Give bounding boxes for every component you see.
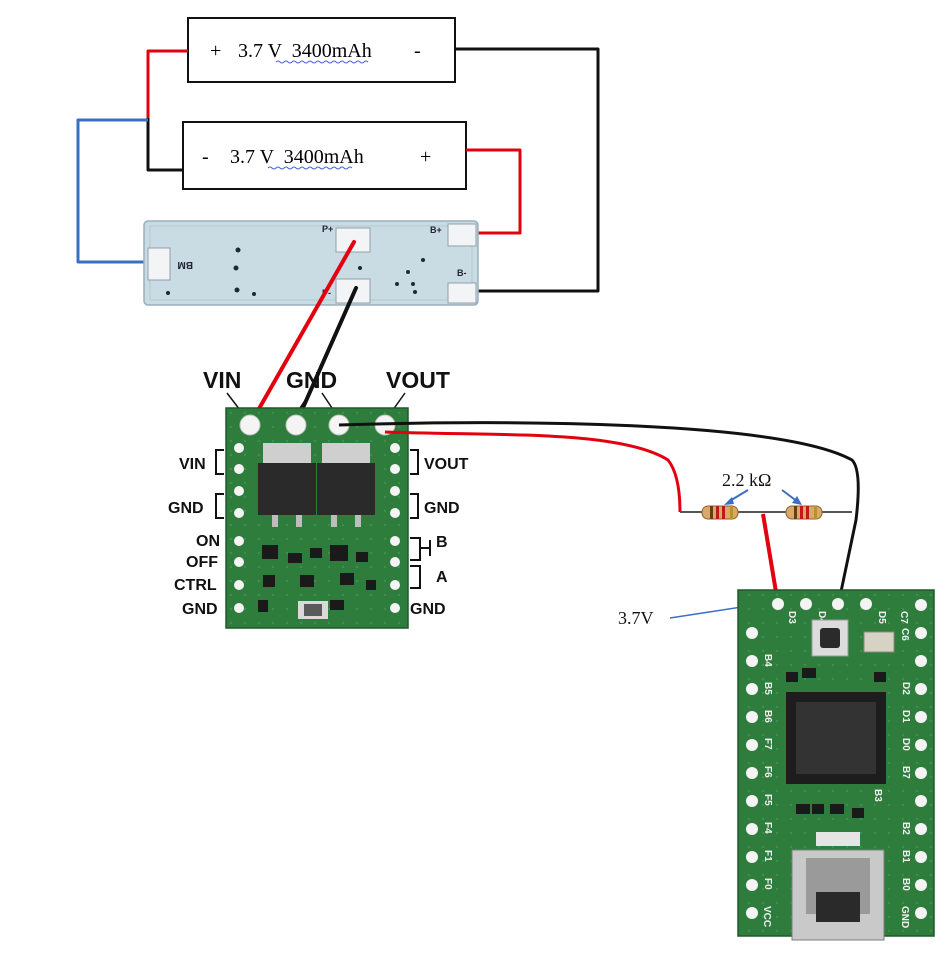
mcu-pin-c7: C7 (898, 611, 909, 624)
battery-top: + 3.7 V 3400mAh - (187, 17, 456, 83)
mcu-pin-c6: C6 (899, 628, 910, 641)
mcu-pin-f1: F1 (762, 850, 773, 862)
bm-pad (147, 247, 171, 281)
mcu-pin-b1: B1 (900, 850, 911, 863)
reg-left-ctrl: CTRL (174, 577, 217, 594)
mcu-pin-b4: B4 (762, 654, 773, 667)
mcu-pin-f4: F4 (762, 822, 773, 834)
p-plus-pad (335, 227, 371, 253)
mcu-voltage-label: 3.7V (618, 608, 654, 628)
mcu-pin-b5: B5 (762, 682, 773, 695)
mcu-pin-d1: D1 (900, 710, 911, 723)
mcu-crystal (863, 631, 895, 653)
reg-right-b: B (436, 534, 448, 551)
reg-right-gnd2: GND (410, 601, 446, 618)
battery-bottom-minus: - (202, 146, 209, 168)
regulator-brackets (215, 449, 431, 589)
mcu-top-labels: D3 D4 D5 C7 (786, 611, 909, 624)
bms-p-plus-label: P+ (322, 224, 333, 234)
regulator-mosfets (258, 443, 375, 527)
bms-components (166, 247, 425, 296)
reg-top-vout-label: VOUT (386, 367, 450, 393)
mcu-pin-f0: F0 (762, 878, 773, 890)
regulator-board: VIN GND VOUT (168, 367, 469, 629)
mcu-pin-gnd: GND (899, 906, 910, 928)
reg-top-vin-label: VIN (203, 367, 241, 393)
mcu-board: 3.7V D3 D4 D5 C7 B4 B5 B6 F7 F6 F5 F4 F1… (618, 589, 935, 941)
b-plus-pad (447, 223, 477, 247)
mcu-pin-b7: B7 (900, 766, 911, 779)
resistor-left (701, 505, 739, 520)
mcu-pin-b6: B6 (762, 710, 773, 723)
mcu-pin-b2: B2 (900, 822, 911, 835)
mcu-pin-f5: F5 (762, 794, 773, 806)
spellcheck-underline (267, 166, 353, 170)
mcu-right-labels: C6 D2 D1 D0 B7 B3 B2 B1 B0 GND (872, 628, 911, 928)
mcu-pin-d3: D3 (786, 611, 797, 624)
regulator-smd-parts (258, 545, 376, 612)
regulator-right-labels: VOUT GND B A GND (410, 456, 469, 618)
battery-bottom: - 3.7 V 3400mAh + (182, 121, 467, 190)
regulator-side-pads (234, 443, 400, 613)
reg-left-gnd2: GND (182, 601, 218, 618)
mcu-pin-pads (746, 598, 927, 919)
battery-top-plus: + (210, 40, 221, 62)
mcu-pin-d0: D0 (900, 738, 911, 751)
mcu-left-labels: B4 B5 B6 F7 F6 F5 F4 F1 F0 VCC (761, 654, 773, 927)
resistor-divider: 2.2 kΩ (680, 470, 852, 605)
reg-right-gnd: GND (424, 500, 460, 517)
reg-left-off: OFF (186, 554, 218, 571)
battery-wires (76, 47, 600, 293)
reg-left-gnd: GND (168, 500, 204, 517)
resistor-right (785, 505, 823, 520)
bms-board: BM P+ P- B+ B- (143, 220, 479, 306)
mcu-pin-b3: B3 (872, 789, 883, 802)
bms-b-minus-label: B- (457, 268, 467, 278)
reg-right-a: A (436, 569, 448, 586)
mcu-pin-d2: D2 (900, 682, 911, 695)
spellcheck-underline (275, 60, 369, 64)
resistor-label: 2.2 kΩ (722, 470, 771, 490)
battery-bottom-label: 3.7 V 3400mAh (230, 146, 364, 168)
b-minus-pad (447, 282, 477, 304)
mcu-pin-vcc: VCC (761, 906, 772, 927)
mcu-pin-b0: B0 (900, 878, 911, 891)
bms-bm-label: BM (177, 259, 193, 270)
reg-left-vin: VIN (179, 456, 206, 473)
battery-top-label: 3.7 V 3400mAh (238, 40, 372, 62)
mcu-smd-parts (786, 668, 886, 818)
battery-top-minus: - (414, 40, 421, 62)
mcu-pin-f6: F6 (762, 766, 773, 778)
regulator-left-labels: VIN GND ON OFF CTRL GND (168, 456, 220, 618)
bms-to-regulator-wires (246, 240, 358, 430)
reg-left-on: ON (196, 533, 220, 550)
battery-bottom-plus: + (420, 146, 431, 168)
mcu-pin-d4: D4 (816, 611, 827, 624)
mcu-pin-f7: F7 (762, 738, 773, 750)
bms-b-plus-label: B+ (430, 225, 442, 235)
mcu-pin-d5: D5 (876, 611, 887, 624)
reg-top-gnd-label: GND (286, 367, 337, 393)
regulator-output-wires (338, 421, 860, 607)
reg-right-vout: VOUT (424, 456, 469, 473)
